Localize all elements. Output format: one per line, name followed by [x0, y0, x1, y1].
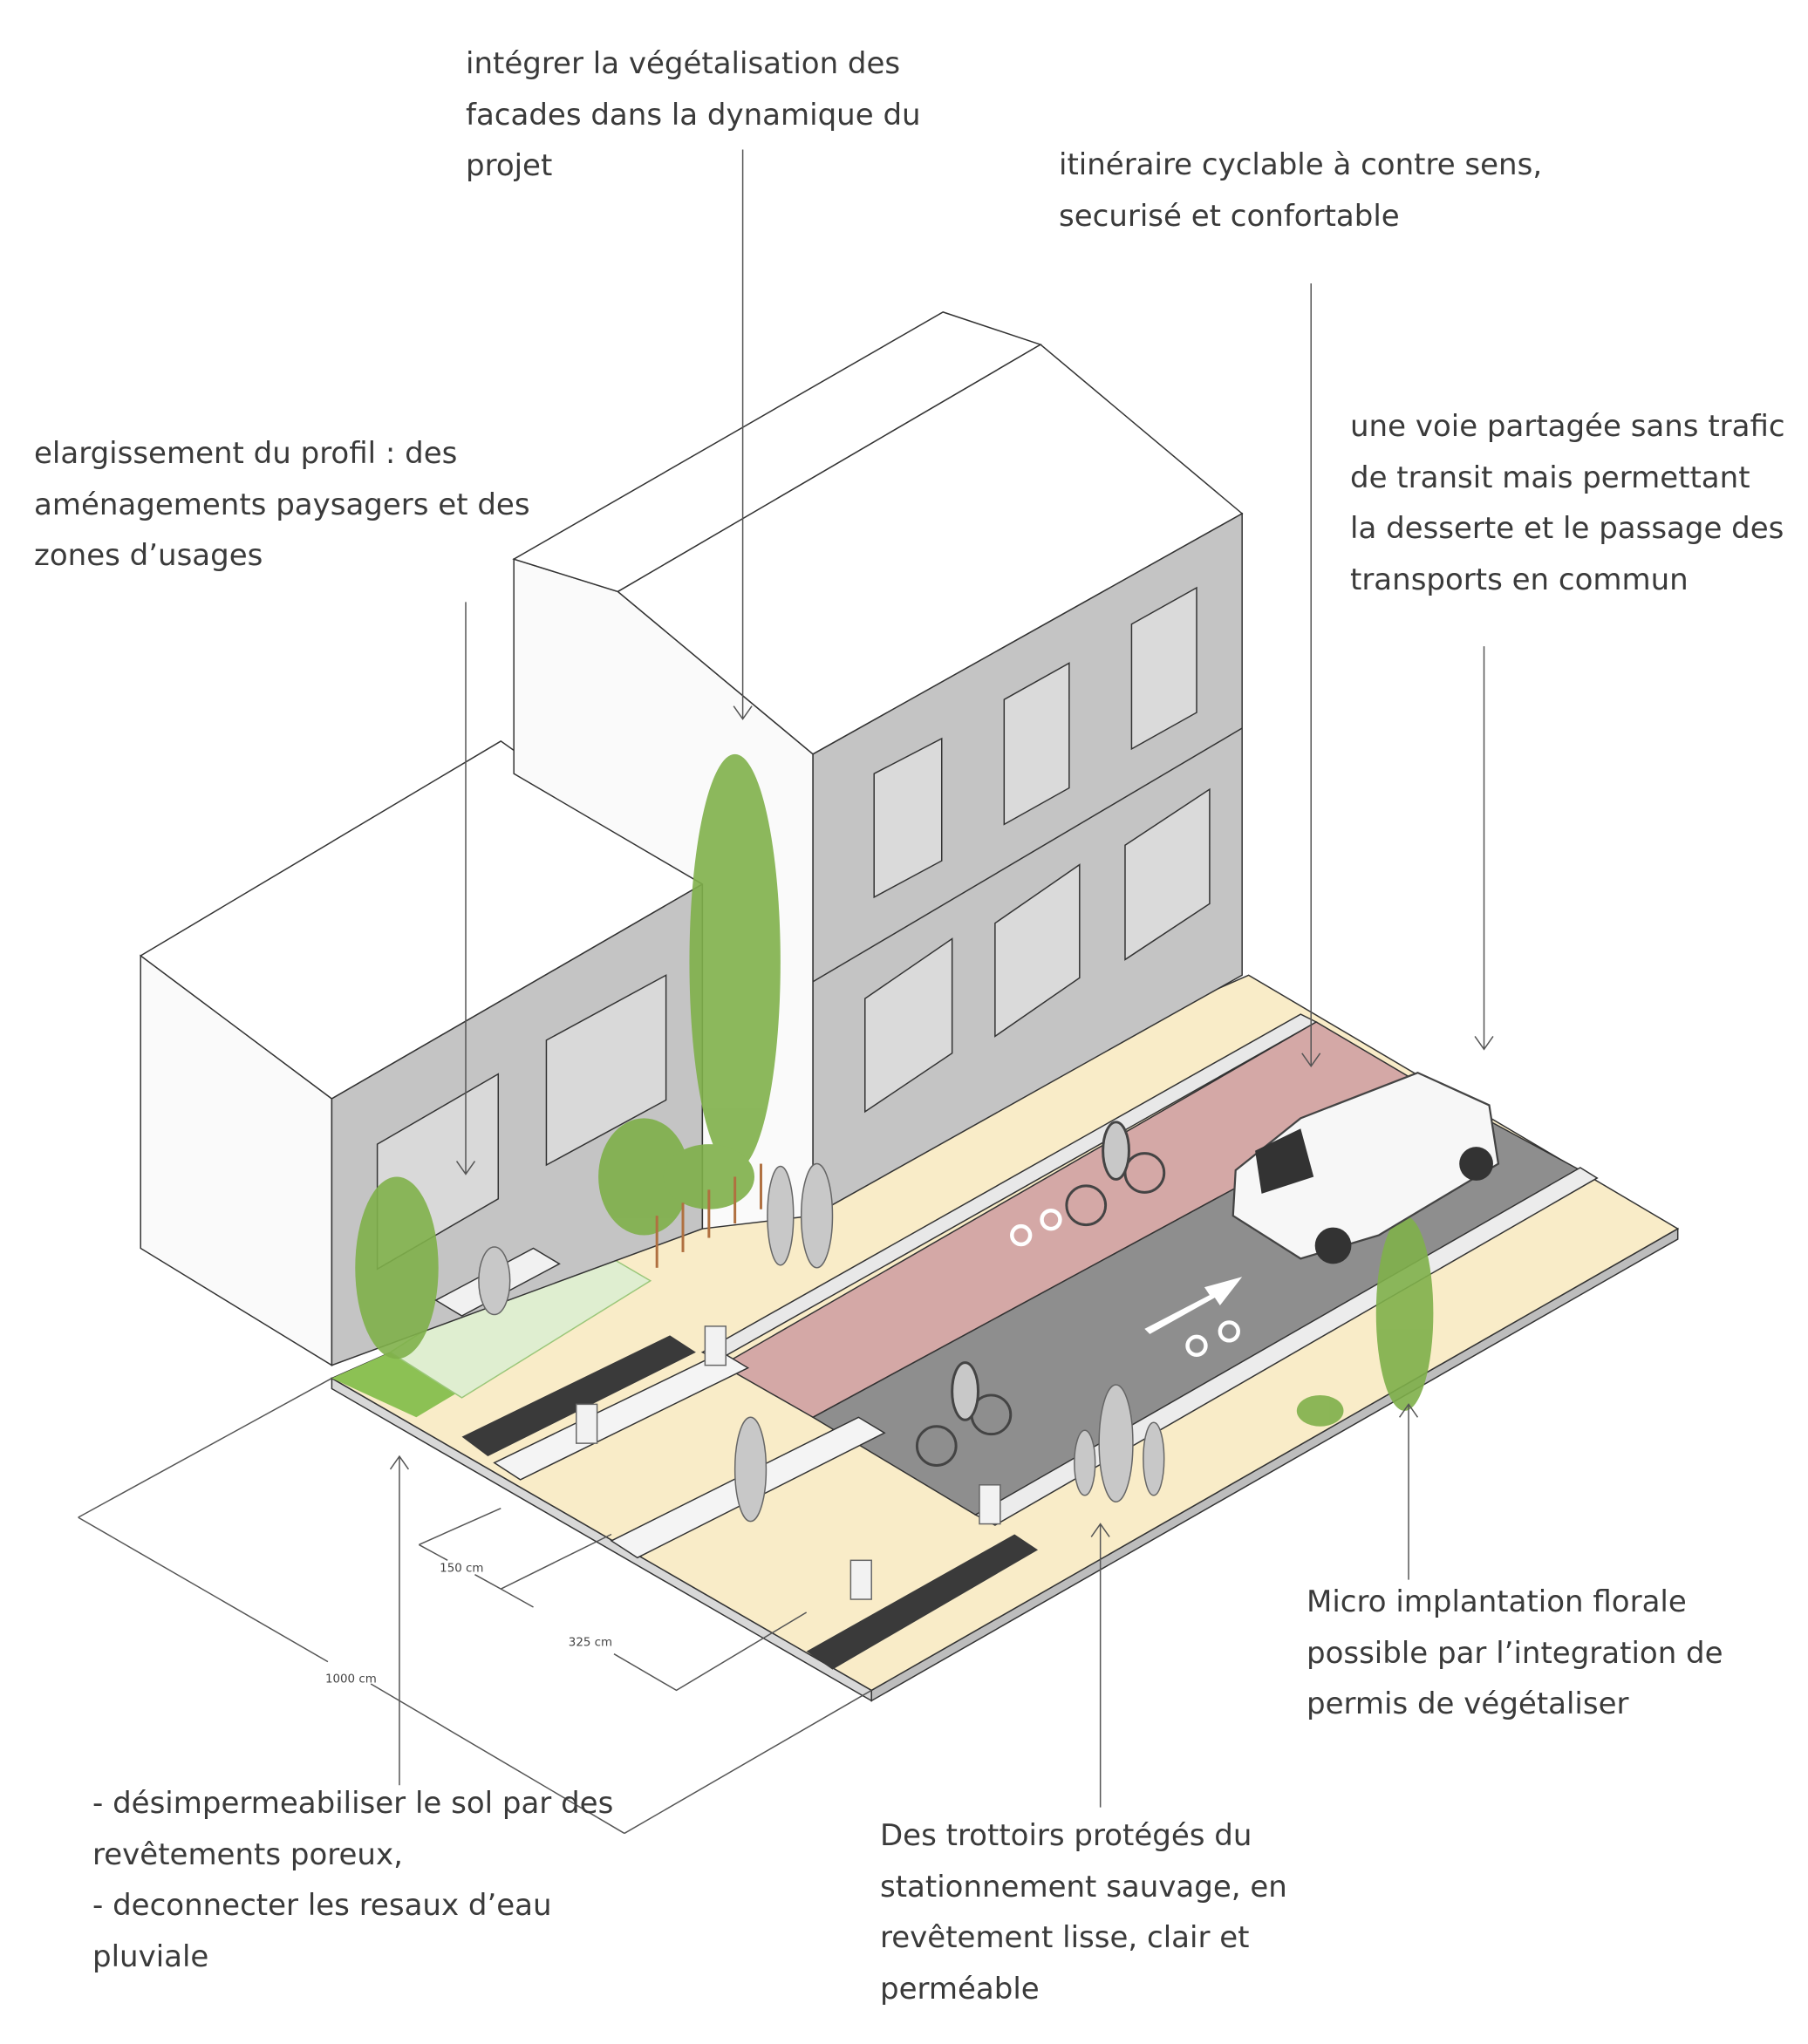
annotation-line: zones d’usages: [34, 538, 263, 573]
annotation-line: de transit mais permettant: [1350, 460, 1750, 495]
annotation-line: elargissement du profil : des: [34, 436, 458, 471]
car: [1231, 1071, 1500, 1264]
annotation-profile-widening: elargissement du profil : des aménagemen…: [34, 428, 530, 582]
annotation-permeable-soil: - désimpermeabiliser le sol par des revê…: [92, 1778, 613, 1982]
leader-lines: [389, 149, 1494, 1808]
annotation-line: la desserte et le passage des: [1350, 511, 1784, 546]
people: [478, 1162, 1165, 1523]
window: [994, 863, 1081, 1038]
annotation-line: aménagements paysagers et des: [34, 487, 530, 522]
bike-symbol-cycle-lane: [1010, 1208, 1062, 1247]
annotation-shared-lane: une voie partagée sans trafic de transit…: [1350, 401, 1785, 605]
window: [1124, 787, 1211, 961]
dimension-label-total: 1000 cm: [325, 1673, 377, 1686]
annotation-line: pluviale: [92, 1938, 209, 1974]
tree: [355, 1176, 439, 1359]
annotation-line: une voie partagée sans trafic: [1350, 409, 1785, 444]
annotation-facade-greening: intégrer la végétalisation des facades d…: [466, 38, 921, 192]
green-planting-strip: [331, 1352, 456, 1418]
dimension-lines: 150 cm 325 cm 1000 cm: [78, 1377, 872, 1835]
climbing-plant: [689, 753, 781, 1170]
pedestrian: [733, 1416, 768, 1523]
window: [545, 974, 667, 1167]
annotation-floral-planting: Micro implantation florale possible par …: [1307, 1577, 1723, 1730]
annotation-protected-sidewalks: Des trottoirs protégés du stationnement …: [880, 1810, 1287, 2014]
shrub: [663, 1144, 755, 1209]
tactile-strip: [461, 1335, 696, 1457]
window: [1130, 586, 1197, 751]
fence: [655, 1163, 762, 1268]
annotation-line: revêtements poreux,: [92, 1836, 403, 1872]
annotation-line: revêtement lisse, clair et: [880, 1920, 1250, 1955]
annotation-line: securisé et confortable: [1059, 198, 1400, 234]
annotation-line: projet: [466, 148, 553, 183]
annotation-line: facades dans la dynamique du: [466, 97, 921, 133]
shrub: [598, 1118, 690, 1236]
annotation-line: itinéraire cyclable à contre sens,: [1059, 147, 1543, 182]
crossing-white-band: [493, 1351, 750, 1481]
child: [1074, 1429, 1096, 1496]
child: [1143, 1421, 1165, 1496]
bollards: [575, 1325, 1001, 1600]
annotation-line: possible par l’integration de: [1307, 1635, 1723, 1671]
seated-person: [478, 1246, 511, 1316]
dimension-label-roadway: 325 cm: [569, 1637, 612, 1650]
annotation-line: Des trottoirs protégés du: [880, 1818, 1252, 1853]
pedestrian: [1098, 1384, 1134, 1502]
grass-tuft: [1296, 1394, 1344, 1427]
annotation-line: permis de végétaliser: [1307, 1686, 1629, 1721]
annotation-line: intégrer la végétalisation des: [466, 46, 901, 81]
annotation-line: Micro implantation florale: [1307, 1584, 1687, 1619]
annotation-line: - deconnecter les resaux d’eau: [92, 1888, 552, 1923]
pedestrian: [800, 1162, 834, 1269]
window: [873, 737, 943, 899]
annotation-cycle-route: itinéraire cyclable à contre sens, secur…: [1059, 140, 1542, 242]
window: [864, 937, 953, 1114]
road-arrow: [1144, 1277, 1243, 1334]
pedestrian: [767, 1165, 795, 1266]
vegetation: [355, 753, 1434, 1427]
dimension-label-sidewalk: 150 cm: [440, 1563, 483, 1576]
hollyhock: [1375, 1216, 1434, 1411]
annotation-line: transports en commun: [1350, 562, 1689, 597]
annotation-line: - désimpermeabiliser le sol par des: [92, 1786, 614, 1821]
window: [1003, 662, 1070, 826]
tactile-strip: [806, 1534, 1039, 1670]
cyclists: [915, 1121, 1166, 1467]
annotation-line: stationnement sauvage, en: [880, 1869, 1287, 1904]
bike-symbol-road: [1185, 1320, 1240, 1357]
annotation-line: perméable: [880, 1971, 1040, 2007]
